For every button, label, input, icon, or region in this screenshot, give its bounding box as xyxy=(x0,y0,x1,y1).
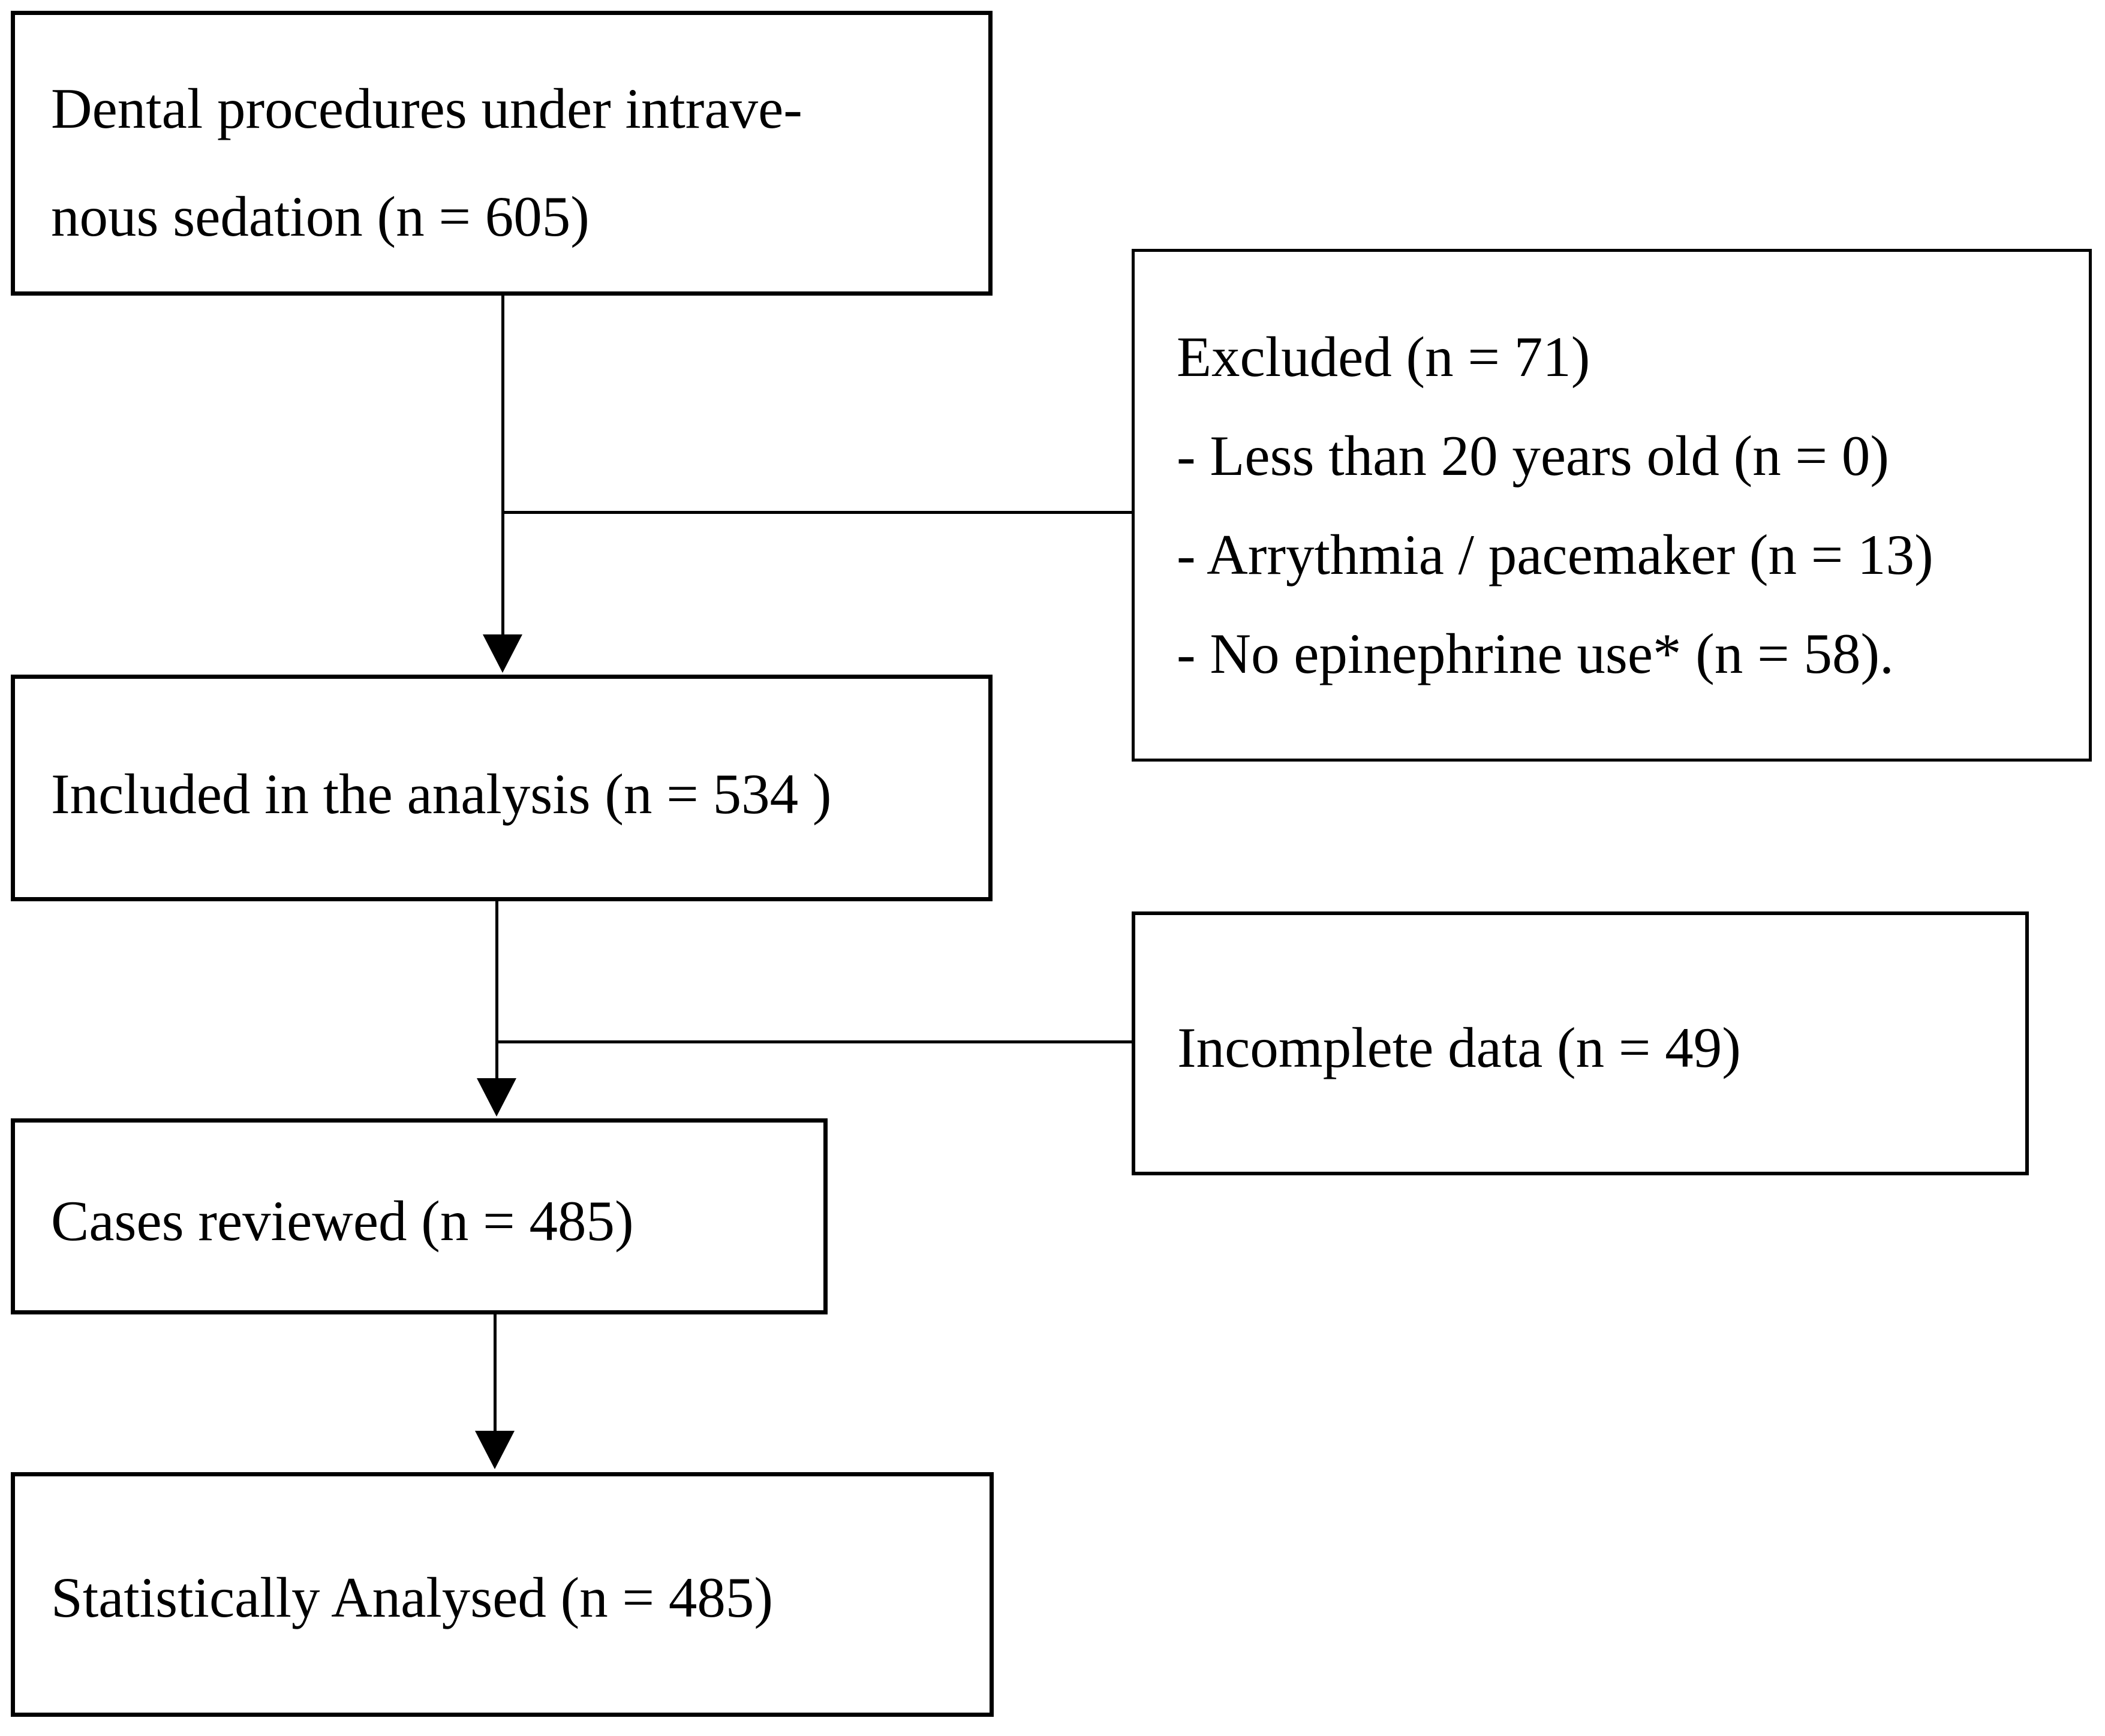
connector-cases-to-analysed xyxy=(494,1314,497,1432)
box-cases-reviewed: Cases reviewed (n = 485) xyxy=(11,1118,828,1314)
connector-included-to-cases xyxy=(495,901,498,1081)
box-incomplete-data: Incomplete data (n = 49) xyxy=(1132,911,2029,1175)
box-dental-procedures-line1: Dental procedures under intrave- xyxy=(51,76,802,140)
branch-to-excluded xyxy=(503,511,1132,514)
arrow-down-head-icon xyxy=(475,1431,515,1469)
box-statistically-analysed-line1: Statistically Analysed (n = 485) xyxy=(51,1566,773,1629)
box-excluded-item-age: - Less than 20 years old (n = 0) xyxy=(1177,423,1890,488)
box-included-in-analysis-line1: Included in the analysis (n = 534 ) xyxy=(51,762,832,826)
box-included-in-analysis: Included in the analysis (n = 534 ) xyxy=(11,675,993,901)
box-excluded-title: Excluded (n = 71) xyxy=(1177,324,1590,389)
box-dental-procedures: Dental procedures under intrave- nous se… xyxy=(11,11,993,296)
box-statistically-analysed: Statistically Analysed (n = 485) xyxy=(11,1472,994,1717)
branch-to-incomplete xyxy=(497,1040,1132,1043)
box-dental-procedures-line2: nous sedation (n = 605) xyxy=(51,184,590,248)
box-excluded-item-no-epinephrine: - No epinephrine use* (n = 58). xyxy=(1177,621,1894,685)
arrow-down-head-icon xyxy=(477,1078,516,1117)
connector-dental-to-included xyxy=(501,296,504,636)
box-cases-reviewed-line1: Cases reviewed (n = 485) xyxy=(51,1189,634,1253)
arrow-down-head-icon xyxy=(483,634,522,673)
box-excluded: Excluded (n = 71) - Less than 20 years o… xyxy=(1132,249,2092,762)
box-excluded-item-arrythmia: - Arrythmia / pacemaker (n = 13) xyxy=(1177,522,1933,586)
box-incomplete-data-line1: Incomplete data (n = 49) xyxy=(1177,1016,1741,1079)
